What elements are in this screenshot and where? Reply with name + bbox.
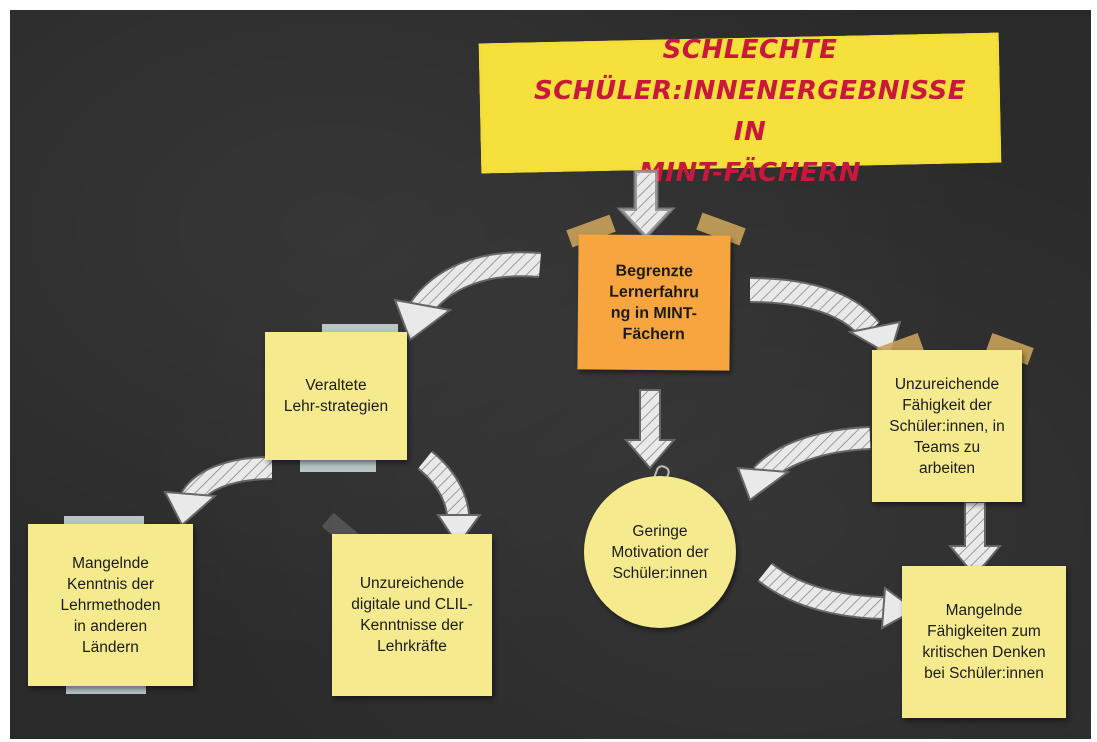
note-mangelnde-denken: Mangelnde Fähigkeiten zum kritischen Den… [902, 566, 1066, 718]
digitale-line-3: Kenntnisse der [360, 617, 464, 634]
note-unzureichende-digitale: Unzureichende digitale und CLIL- Kenntni… [332, 534, 492, 696]
kenntnis-line-4: in anderen [73, 617, 148, 635]
teams-line-4: Teams zu [913, 438, 981, 456]
arrow-motivation-to-denken [757, 562, 917, 630]
denken-line-4: bei Schüler:innen [924, 665, 1044, 682]
center-line-1: Begrenzte [615, 262, 694, 280]
denken-line-3: kritischen Denken [922, 644, 1046, 661]
banner-title: SCHLECHTE SCHÜLER:INNENERGEBNISSE IN MIN… [530, 30, 970, 194]
center-line-2: Lernerfahru [609, 283, 700, 301]
arrow-center-to-teams [749, 277, 902, 357]
kenntnis-line-2: Kenntnis der [66, 575, 155, 593]
arrow-veraltete-to-digitale [417, 450, 482, 547]
note-mangelnde-kenntnis: Mangelnde Kenntnis der Lehrmethoden in a… [28, 524, 193, 686]
banner-title-line-1: SCHLECHTE [662, 35, 838, 65]
arrow-center-to-veraltete [393, 251, 542, 342]
center-line-3: ng in MINT- [610, 304, 698, 322]
kenntnis-line-1: Mangelnde [72, 554, 149, 572]
arrow-veraltete-to-kenntnis [163, 456, 273, 527]
note-geringe-motivation: Geringe Motivation der Schüler:innen [584, 476, 736, 628]
motivation-line-2: Motivation der [611, 543, 709, 561]
teams-line-3: Schüler:innen, in [889, 417, 1005, 435]
note-unzureichende-teams: Unzureichende Fähigkeit der Schüler:inne… [872, 350, 1022, 502]
banner-title-line-3: MINT-FÄCHERN [638, 158, 862, 188]
arrow-banner-to-center [616, 169, 676, 240]
chalkboard-background: SCHLECHTE SCHÜLER:INNENERGEBNISSE IN MIN… [10, 10, 1091, 739]
arrow-teams-to-denken [947, 501, 1003, 578]
note-begrenzte-lernerfahrung: Begrenzte Lernerfahru ng in MINT- Fächer… [577, 234, 731, 371]
motivation-line-3: Schüler:innen [612, 564, 708, 582]
kenntnis-line-3: Lehrmethoden [60, 596, 161, 614]
arrows-layer [163, 169, 1003, 630]
teams-line-5: arbeiten [918, 459, 975, 477]
denken-line-1: Mangelnde [945, 602, 1023, 619]
center-line-4: Fächern [622, 325, 685, 343]
teams-line-2: Fähigkeit der [902, 396, 992, 414]
banner-title-line-2: SCHÜLER:INNENERGEBNISSE IN [533, 76, 967, 147]
digitale-line-1: Unzureichende [359, 575, 465, 592]
arrow-center-to-motivation [623, 389, 677, 470]
teams-line-1: Unzureichende [894, 375, 1000, 393]
motivation-line-1: Geringe [632, 522, 688, 540]
kenntnis-line-5: Ländern [82, 638, 139, 656]
digitale-line-2: digitale und CLIL- [351, 596, 473, 613]
note-veraltete-lehrstrategien: Veraltete Lehr-strategien [265, 332, 407, 460]
veraltete-line-1: Veraltete [305, 377, 367, 394]
veraltete-line-2: Lehr-strategien [283, 398, 389, 415]
denken-line-2: Fähigkeiten zum [927, 623, 1041, 640]
digitale-line-4: Lehrkräfte [377, 638, 447, 655]
tape-veraltete-bottom [300, 456, 376, 472]
arrow-teams-to-motivation [736, 426, 871, 502]
